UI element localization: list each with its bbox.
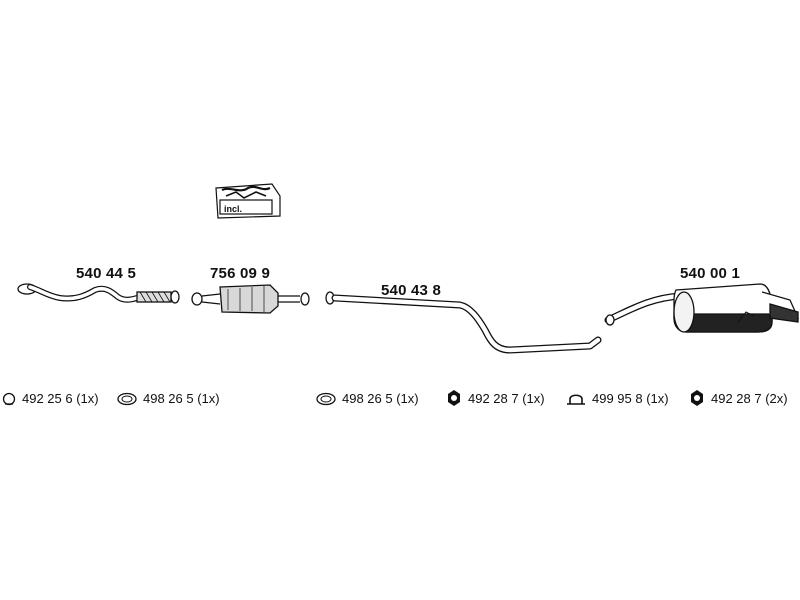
part-number-front-pipe[interactable]: 540 44 5 [76,265,136,282]
mounting-kit-box [215,183,281,219]
rubber-mount-icon [448,390,460,406]
part-number-catalytic-converter[interactable]: 756 09 9 [210,265,270,282]
part-number-rear-silencer[interactable]: 540 00 1 [680,265,740,282]
gasket-ring-icon [117,392,137,405]
rear-silencer[interactable] [604,283,800,333]
accessory-code: 492 25 6 (1x) [22,391,99,406]
accessory-code: 499 95 8 (1x) [592,391,669,406]
front-pipe[interactable] [17,283,180,304]
accessory-item[interactable]: 499 95 8 (1x) [566,391,669,406]
accessory-item[interactable]: 498 26 5 (1x) [117,391,220,406]
clamp-ring-icon [2,392,16,405]
catalytic-converter[interactable] [191,284,310,314]
accessory-code: 492 28 7 (1x) [468,390,545,406]
accessory-code: 498 26 5 (1x) [143,391,220,406]
accessory-item[interactable]: 492 28 7 (1x) [446,389,545,407]
accessory-item[interactable]: 492 28 7 (2x) [689,389,788,407]
accessory-item[interactable]: 492 25 6 (1x) [2,391,99,406]
accessory-item[interactable]: 498 26 5 (1x) [316,391,419,406]
middle-pipe[interactable] [325,291,602,354]
part-number-middle-pipe[interactable]: 540 43 8 [381,282,441,299]
u-clamp-icon [567,393,585,405]
rubber-mount-icon [691,390,703,406]
gasket-ring-icon [316,392,336,405]
accessory-code: 492 28 7 (2x) [711,390,788,406]
kit-included-label: incl. [224,204,243,214]
accessory-code: 498 26 5 (1x) [342,391,419,406]
